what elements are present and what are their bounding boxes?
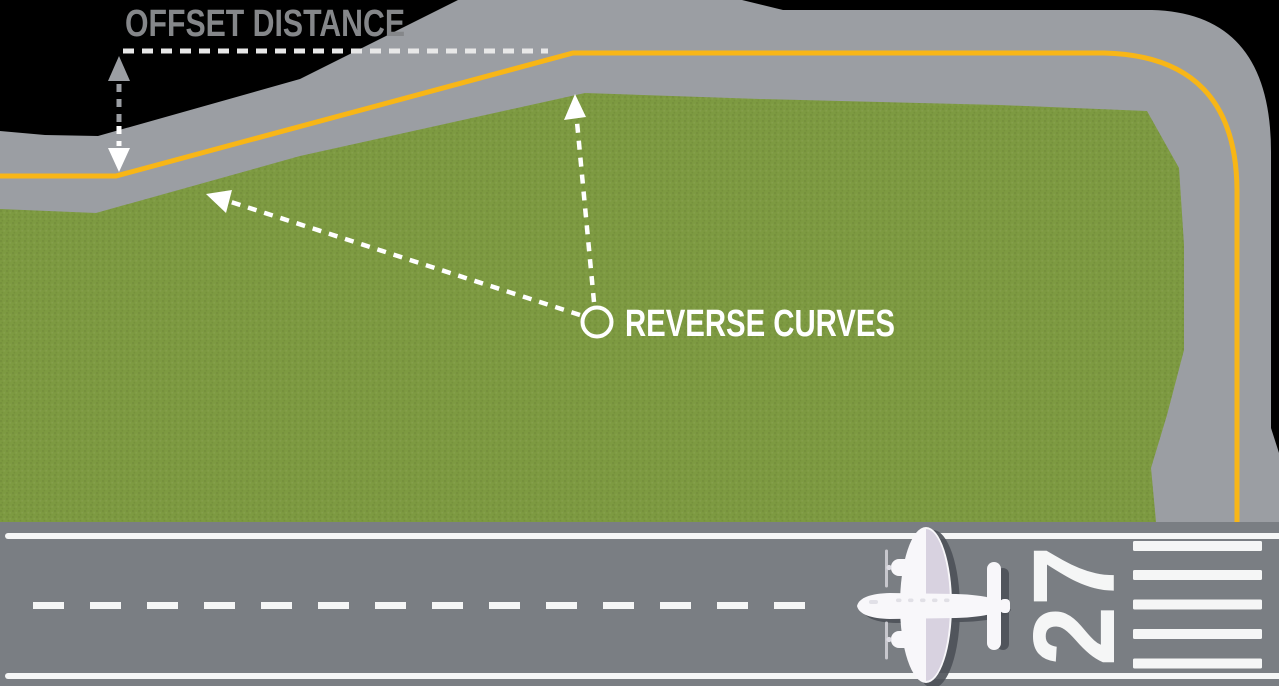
airplane-icon [857, 527, 1011, 686]
airplane-rudder-tip [1000, 599, 1010, 613]
airplane-window [896, 598, 902, 603]
offset-distance-annotation: OFFSET DISTANCE [108, 3, 548, 172]
threshold-stripe [1133, 629, 1262, 639]
reverse-curves-annotation: REVERSE CURVES [206, 94, 895, 345]
reverse-curve-arrowhead-upper [564, 94, 586, 120]
threshold-stripe [1133, 599, 1262, 610]
airplane-windows [869, 598, 950, 604]
airplane-cockpit [869, 600, 878, 604]
reverse-curves-label: REVERSE CURVES [625, 303, 895, 345]
threshold-stripe [1133, 570, 1262, 580]
runway-threshold-stripes [1133, 541, 1262, 669]
runway-number-marking: 27 [1009, 546, 1139, 666]
offset-distance-label: OFFSET DISTANCE [125, 3, 405, 45]
airplane-engine-top [891, 559, 918, 576]
airplane-window [932, 598, 938, 603]
airplane-horizontal-stabilizer [987, 562, 1001, 650]
airplane-spinner-bottom [886, 636, 892, 643]
taxiway-centerline [0, 50, 1240, 528]
offset-arrowhead-down [108, 148, 130, 172]
airplane-window [908, 598, 914, 603]
airplane-spinner-top [886, 564, 892, 571]
airplane-window [944, 598, 950, 603]
airplane-fuselage [857, 593, 1005, 619]
offset-arrowhead-up [108, 56, 130, 81]
airplane-engine-bottom [891, 631, 918, 648]
reverse-curves-marker-circle [580, 305, 614, 339]
threshold-stripe [1133, 541, 1262, 551]
airplane-window [920, 598, 926, 603]
runway: 27 [0, 522, 1279, 686]
reverse-curve-arrowhead-left [206, 190, 232, 213]
reverse-curve-pointer-upper [574, 121, 597, 303]
threshold-stripe [1133, 658, 1262, 669]
reverse-curve-pointer-left [227, 198, 581, 318]
